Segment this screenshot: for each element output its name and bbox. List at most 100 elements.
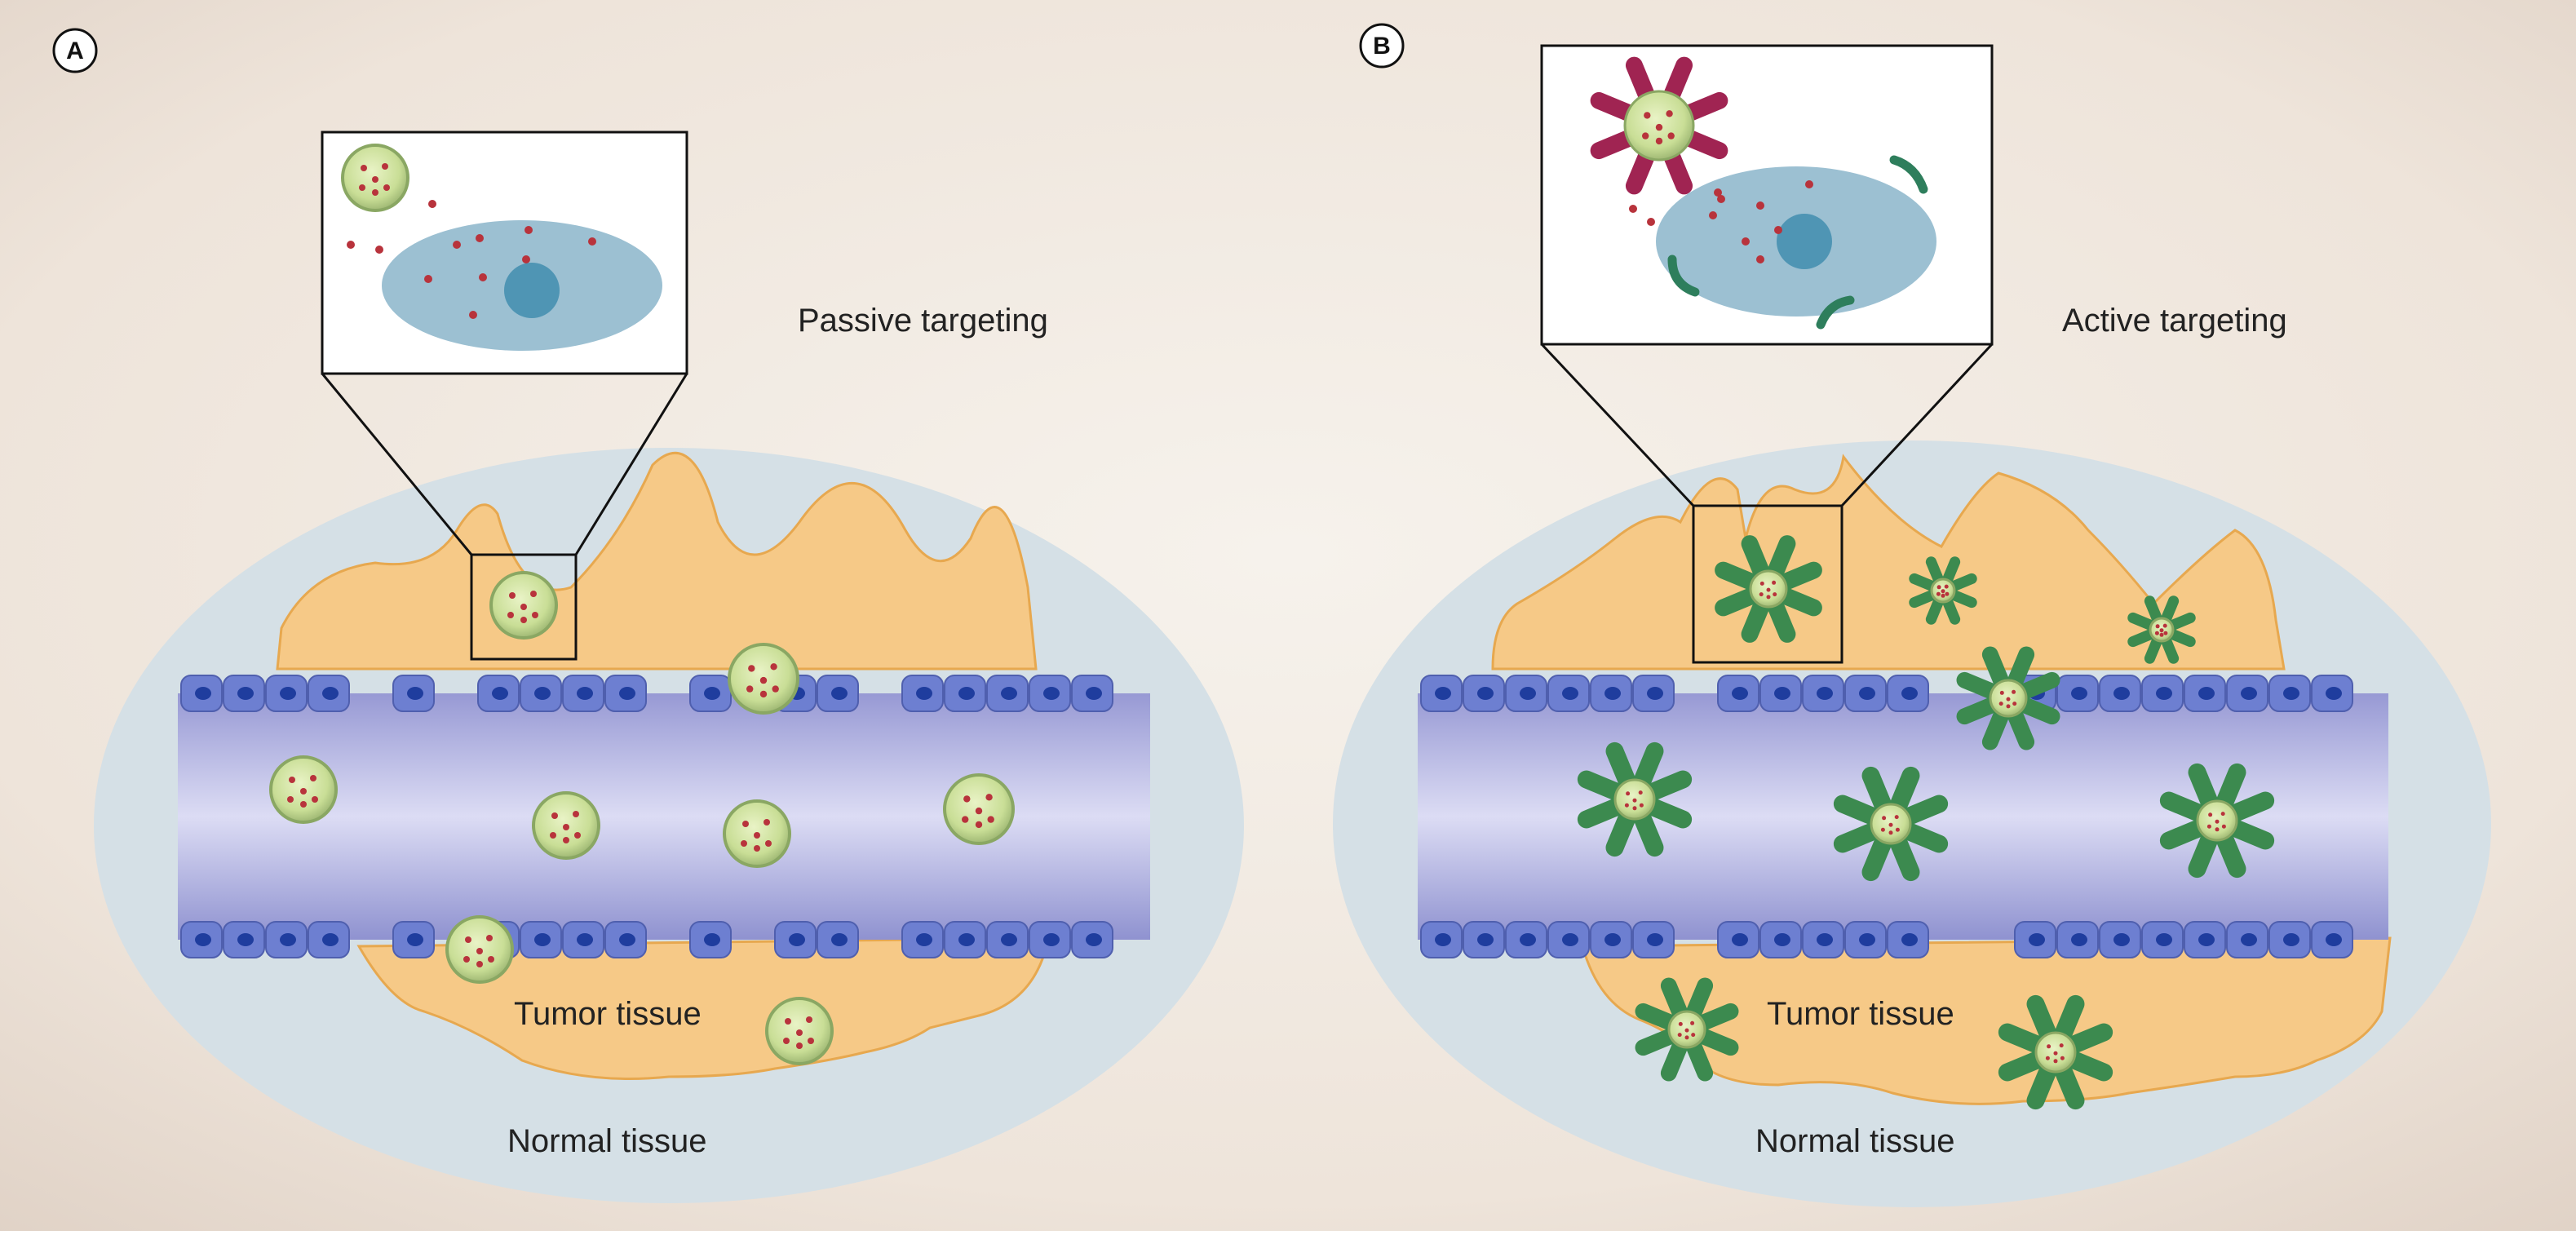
ligand xyxy=(2159,791,2211,823)
targeted-nanoparticle xyxy=(2127,595,2196,664)
ligand xyxy=(1625,56,1656,106)
drug-molecule xyxy=(453,241,461,249)
drug-molecule xyxy=(574,832,581,839)
drug-molecule xyxy=(465,936,471,943)
ligand xyxy=(2160,634,2180,664)
ligand xyxy=(1715,587,1763,617)
drug-molecule xyxy=(382,163,388,170)
endothelial-nucleus xyxy=(1001,687,1017,700)
endothelial-nucleus xyxy=(577,933,593,946)
drug-molecule xyxy=(476,948,483,954)
ligand xyxy=(1590,129,1640,160)
endothelial-nucleus xyxy=(2326,933,2342,946)
drug-molecule xyxy=(748,665,755,672)
endothelial-nucleus xyxy=(280,933,296,946)
ligand xyxy=(1888,830,1920,882)
targeted-nanoparticle xyxy=(1833,766,1949,882)
ligand xyxy=(1981,646,2011,692)
endothelial-nucleus xyxy=(2156,687,2172,700)
drug-molecule xyxy=(1756,255,1764,263)
endothelial-nucleus xyxy=(1774,687,1790,700)
drug-molecule xyxy=(759,690,768,698)
drug-molecule xyxy=(1772,580,1777,585)
drug-molecule xyxy=(2053,1059,2058,1064)
targeted-nanoparticle xyxy=(1909,556,1977,625)
ligand xyxy=(1947,573,1977,592)
ligand xyxy=(2026,994,2058,1046)
drug-molecule xyxy=(742,821,749,827)
nanoparticle xyxy=(532,791,600,860)
drug-molecule xyxy=(1880,827,1885,832)
drug-molecule xyxy=(383,184,390,191)
drug-molecule xyxy=(1888,830,1893,835)
drug-molecule xyxy=(479,273,487,281)
endothelial-nucleus xyxy=(619,687,635,700)
tumor-tissue-region-a xyxy=(276,451,1038,671)
inset-contents-b xyxy=(1590,56,1928,330)
drug-molecule xyxy=(1941,589,1945,594)
drug-molecule xyxy=(312,796,318,803)
drug-molecule xyxy=(372,189,378,196)
endothelial-nucleus xyxy=(958,933,975,946)
drug-molecule xyxy=(2012,689,2016,694)
ligand xyxy=(2127,612,2158,631)
drug-molecule xyxy=(962,816,969,823)
ligand xyxy=(1833,795,1884,826)
endothelial-nucleus xyxy=(831,933,848,946)
ligand xyxy=(1635,1003,1680,1032)
nanoparticle xyxy=(445,915,514,984)
nanoparticle xyxy=(341,144,409,212)
endothelial-nucleus xyxy=(1043,933,1060,946)
drug-molecule xyxy=(764,819,770,826)
drug-molecule xyxy=(2053,1051,2058,1056)
endothelial-nucleus xyxy=(1774,933,1790,946)
drug-molecule xyxy=(1647,218,1655,226)
drug-molecule xyxy=(806,1016,812,1023)
drug-molecule xyxy=(359,184,365,191)
drug-molecule xyxy=(2163,631,2168,635)
inset-a xyxy=(321,131,688,375)
endothelial-nucleus xyxy=(1477,687,1494,700)
drug-molecule xyxy=(1677,1033,1682,1038)
panel-b: B Active targeting Tumor tissue Normal t… xyxy=(1333,23,2491,1207)
endothelial-nucleus xyxy=(1732,687,1748,700)
drug-molecule xyxy=(2215,819,2220,824)
ligand xyxy=(2053,1059,2085,1110)
ligand xyxy=(1861,766,1893,817)
ligand xyxy=(2166,628,2196,648)
ligand xyxy=(1632,741,1664,793)
endothelial-nucleus xyxy=(2283,687,2299,700)
targeted-nanoparticle xyxy=(1998,994,2113,1110)
endothelial-nucleus xyxy=(2113,933,2130,946)
ligand xyxy=(1833,821,1884,853)
drug-molecule xyxy=(1944,584,1949,589)
ligand xyxy=(1693,1003,1739,1032)
drug-molecule xyxy=(1667,132,1675,139)
ligand xyxy=(1632,806,1664,857)
drug-molecule xyxy=(1644,112,1651,119)
drug-molecule xyxy=(287,796,294,803)
normal-tissue-label-b: Normal tissue xyxy=(1755,1123,1955,1159)
drug-molecule xyxy=(783,1038,790,1044)
panel-a: A Passive targeting Tumor tissue Normal … xyxy=(52,28,1244,1203)
endothelial-nucleus xyxy=(407,933,423,946)
ligand xyxy=(1590,91,1640,122)
endothelial-nucleus xyxy=(831,687,848,700)
ligand xyxy=(1941,595,1961,625)
ligand xyxy=(1684,977,1714,1023)
drug-molecule xyxy=(1894,815,1899,820)
drug-molecule xyxy=(1642,132,1649,139)
target-cell-nucleus-b xyxy=(1777,214,1832,269)
zoom-line-left-b xyxy=(1540,343,1695,507)
drug-molecule xyxy=(1766,587,1771,592)
nanoparticles-a xyxy=(269,571,1015,1065)
drug-molecule xyxy=(2006,704,2011,709)
drug-molecule xyxy=(300,801,307,808)
drug-molecule xyxy=(1774,226,1782,234)
ligand xyxy=(2224,818,2275,850)
endothelial-nucleus xyxy=(2326,687,2342,700)
endothelial-nucleus xyxy=(1859,687,1875,700)
drug-molecule xyxy=(310,775,316,781)
targeted-nanoparticle xyxy=(1590,56,1728,195)
target-cell-nucleus-a xyxy=(504,263,560,318)
